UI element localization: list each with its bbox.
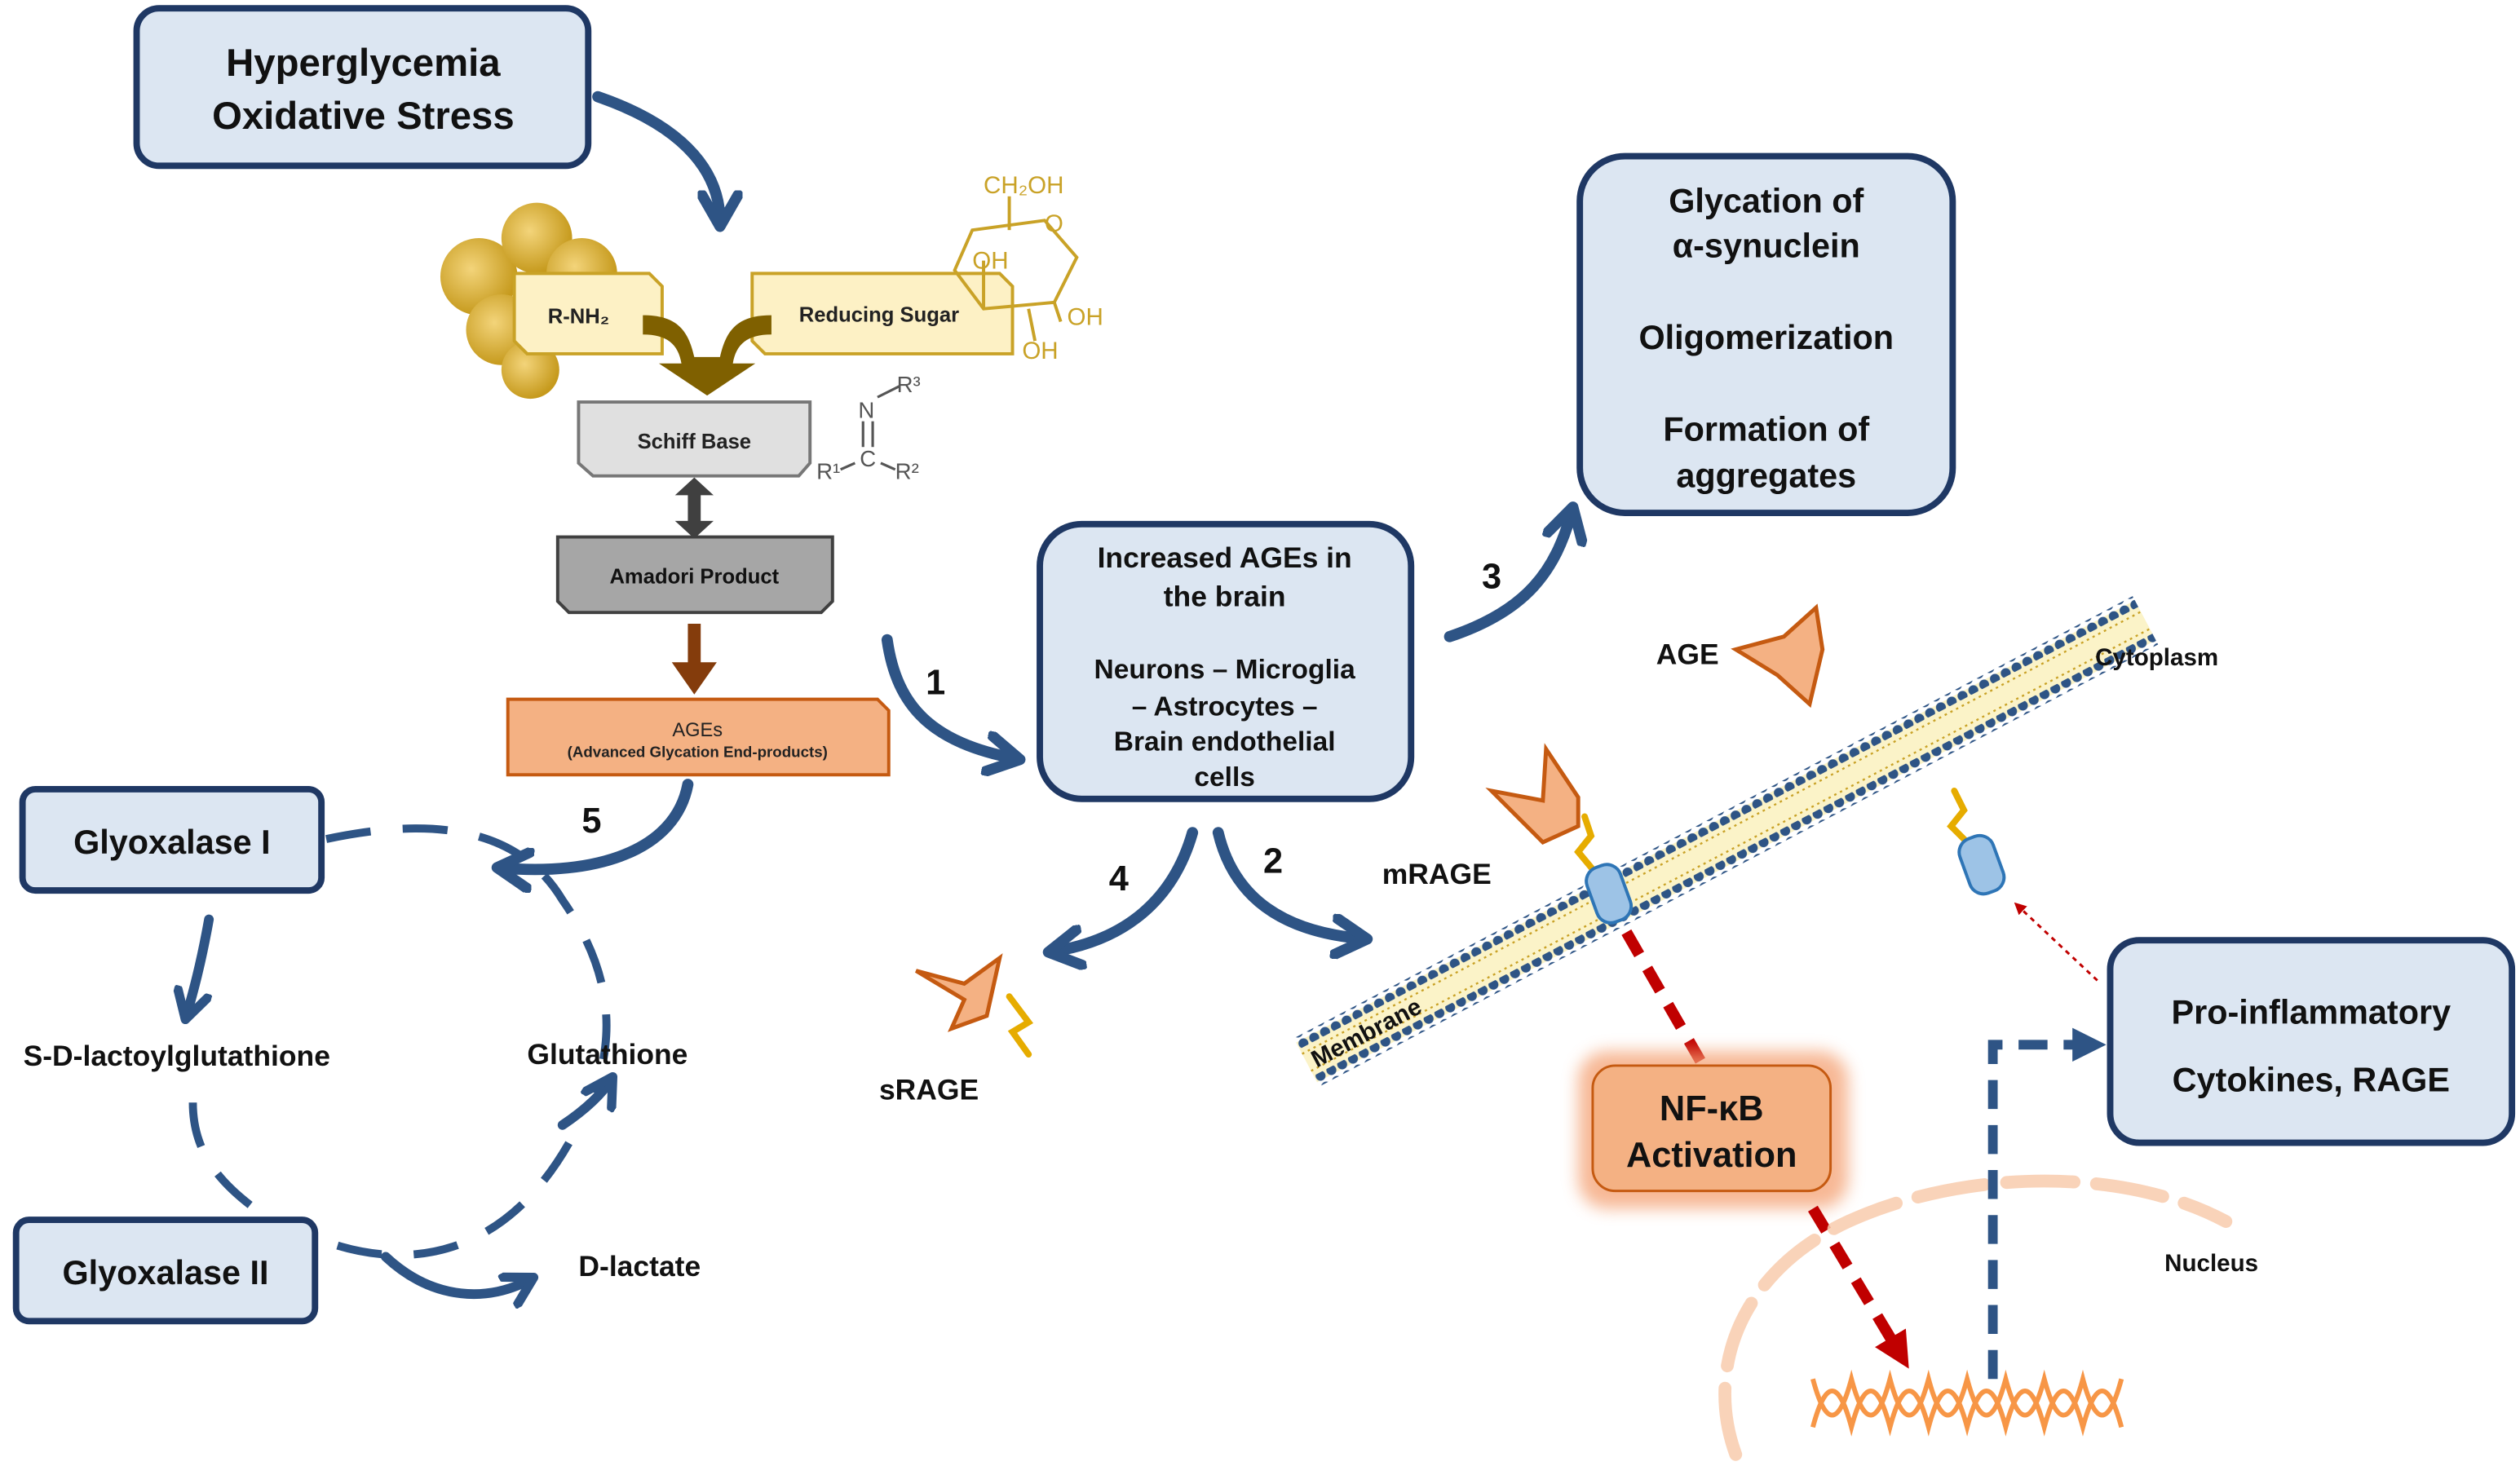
merge-arrow bbox=[643, 315, 771, 396]
imine-structure-icon bbox=[840, 384, 901, 471]
center-line-2: the brain bbox=[1164, 580, 1286, 612]
mrage-to-nfkb-arrow bbox=[1621, 929, 1705, 1064]
imine-r2-text: R² bbox=[895, 459, 919, 484]
nfkb-line-1: NF-κB bbox=[1660, 1089, 1764, 1128]
d-lactate-label: D-lactate bbox=[578, 1250, 701, 1283]
amine-label: R-NH₂ bbox=[548, 305, 609, 328]
age-label: AGE bbox=[1656, 638, 1719, 670]
center-line-6: cells bbox=[1194, 762, 1255, 793]
step-2-number: 2 bbox=[1263, 841, 1283, 881]
mrage-label: mRAGE bbox=[1382, 858, 1492, 890]
schiff-base-label: Schiff Base bbox=[638, 431, 751, 453]
imine-c-text: C bbox=[860, 446, 876, 471]
nucleus-label: Nucleus bbox=[2164, 1250, 2258, 1277]
ages-label: AGEs bbox=[672, 720, 723, 741]
amine-box: R-NH₂ bbox=[512, 272, 664, 355]
equilibrium-arrow bbox=[674, 477, 714, 539]
step-3-arrow bbox=[1443, 511, 1572, 642]
nfkb-activation-box: NF-κB Activation bbox=[1578, 1051, 1849, 1209]
cycle-arrow-to-glutathione bbox=[557, 1080, 611, 1130]
step-3-number: 3 bbox=[1482, 558, 1501, 597]
glutathione-label: Glutathione bbox=[527, 1038, 687, 1071]
glycation-line-2: α-synuclein bbox=[1673, 227, 1860, 265]
ring-oxygen-text: O bbox=[1045, 210, 1063, 237]
new-rage-arrow bbox=[2014, 902, 2098, 982]
amadori-product-box: Amadori Product bbox=[555, 535, 834, 615]
glucose-molecule-icon bbox=[953, 196, 1079, 342]
srage-ligand-icon bbox=[915, 953, 1033, 1058]
lactoylglutathione-label: S-D-lactoylglutathione bbox=[24, 1040, 330, 1072]
dna-helix-icon bbox=[1810, 1369, 2124, 1437]
arrow-to-ages bbox=[671, 623, 717, 695]
step-4-number: 4 bbox=[1109, 859, 1129, 899]
proinflammatory-line-1: Pro-inflammatory bbox=[2172, 994, 2451, 1031]
nuclear-envelope bbox=[1718, 1174, 2233, 1461]
amadori-product-label: Amadori Product bbox=[609, 566, 779, 589]
cytoplasm-label: Cytoplasm bbox=[2095, 644, 2218, 671]
step-1-arrow bbox=[881, 634, 1016, 759]
hyperglycemia-box: Hyperglycemia Oxidative Stress bbox=[133, 5, 592, 170]
step-4-arrow bbox=[1053, 827, 1199, 952]
mrage-receptor-icon bbox=[1485, 743, 1634, 925]
dna-to-proinflammatory-arrow bbox=[1987, 1027, 2107, 1380]
proinflammatory-box: Pro-inflammatory Cytokines, RAGE bbox=[2107, 937, 2516, 1146]
arrow-to-reactants bbox=[592, 91, 720, 223]
cell-membrane: Membrane bbox=[1293, 596, 2159, 1087]
step-2-arrow bbox=[1212, 827, 1363, 938]
glyoxalase-1-box: Glyoxalase I bbox=[19, 786, 325, 894]
glyoxalase-1-label: Glyoxalase I bbox=[73, 824, 271, 861]
oh-text-3: OH bbox=[1022, 338, 1058, 364]
imine-r1-text: R¹ bbox=[816, 459, 840, 484]
ch2oh-text: CH₂OH bbox=[984, 172, 1063, 199]
glycation-line-4: Formation of bbox=[1663, 410, 1869, 448]
cycle-arrow-to-dlactate bbox=[381, 1252, 530, 1294]
increased-ages-box: Increased AGEs in the brain Neurons – Mi… bbox=[1037, 520, 1415, 802]
reducing-sugar-box: Reducing Sugar bbox=[750, 272, 1015, 355]
nfkb-line-2: Activation bbox=[1626, 1136, 1797, 1175]
srage-label: sRAGE bbox=[879, 1073, 979, 1106]
proinflammatory-line-2: Cytokines, RAGE bbox=[2173, 1061, 2450, 1098]
glyoxalase-2-label: Glyoxalase II bbox=[62, 1254, 268, 1292]
glycation-line-5: aggregates bbox=[1676, 457, 1856, 494]
cycle-arrow-to-lactoyl bbox=[187, 914, 214, 1016]
glycation-box: Glycation of α-synuclein Oligomerization… bbox=[1576, 152, 1956, 516]
glycation-line-1: Glycation of bbox=[1669, 183, 1863, 220]
hyperglycemia-label: Hyperglycemia bbox=[226, 42, 501, 85]
glycation-line-3: Oligomerization bbox=[1638, 319, 1894, 356]
center-line-4: – Astrocytes – bbox=[1132, 691, 1318, 722]
ages-box: AGEs (Advanced Glycation End-products) bbox=[506, 697, 891, 777]
oh-text-1: OH bbox=[972, 247, 1008, 274]
oh-text-2: OH bbox=[1068, 303, 1103, 330]
step-5-number: 5 bbox=[581, 801, 601, 841]
new-rage-receptor-icon bbox=[1947, 788, 2006, 896]
glyoxalase-2-box: Glyoxalase II bbox=[12, 1217, 319, 1325]
nfkb-to-dna-arrow bbox=[1807, 1205, 1909, 1369]
oxidative-stress-label: Oxidative Stress bbox=[212, 95, 515, 138]
schiff-base-box: Schiff Base bbox=[577, 400, 812, 478]
step-5-arrow bbox=[502, 779, 694, 869]
step-1-number: 1 bbox=[926, 664, 945, 703]
imine-r3-text: R³ bbox=[897, 372, 921, 397]
ages-sublabel: (Advanced Glycation End-products) bbox=[568, 744, 828, 761]
center-line-3: Neurons – Microglia bbox=[1094, 655, 1356, 685]
imine-n-text: N bbox=[858, 398, 874, 423]
center-line-5: Brain endothelial bbox=[1114, 727, 1336, 757]
glyoxalase-cycle-ring bbox=[188, 824, 611, 1260]
free-age-ligand-icon bbox=[1731, 603, 1825, 709]
reducing-sugar-label: Reducing Sugar bbox=[799, 304, 959, 327]
center-line-1: Increased AGEs in bbox=[1098, 541, 1352, 574]
